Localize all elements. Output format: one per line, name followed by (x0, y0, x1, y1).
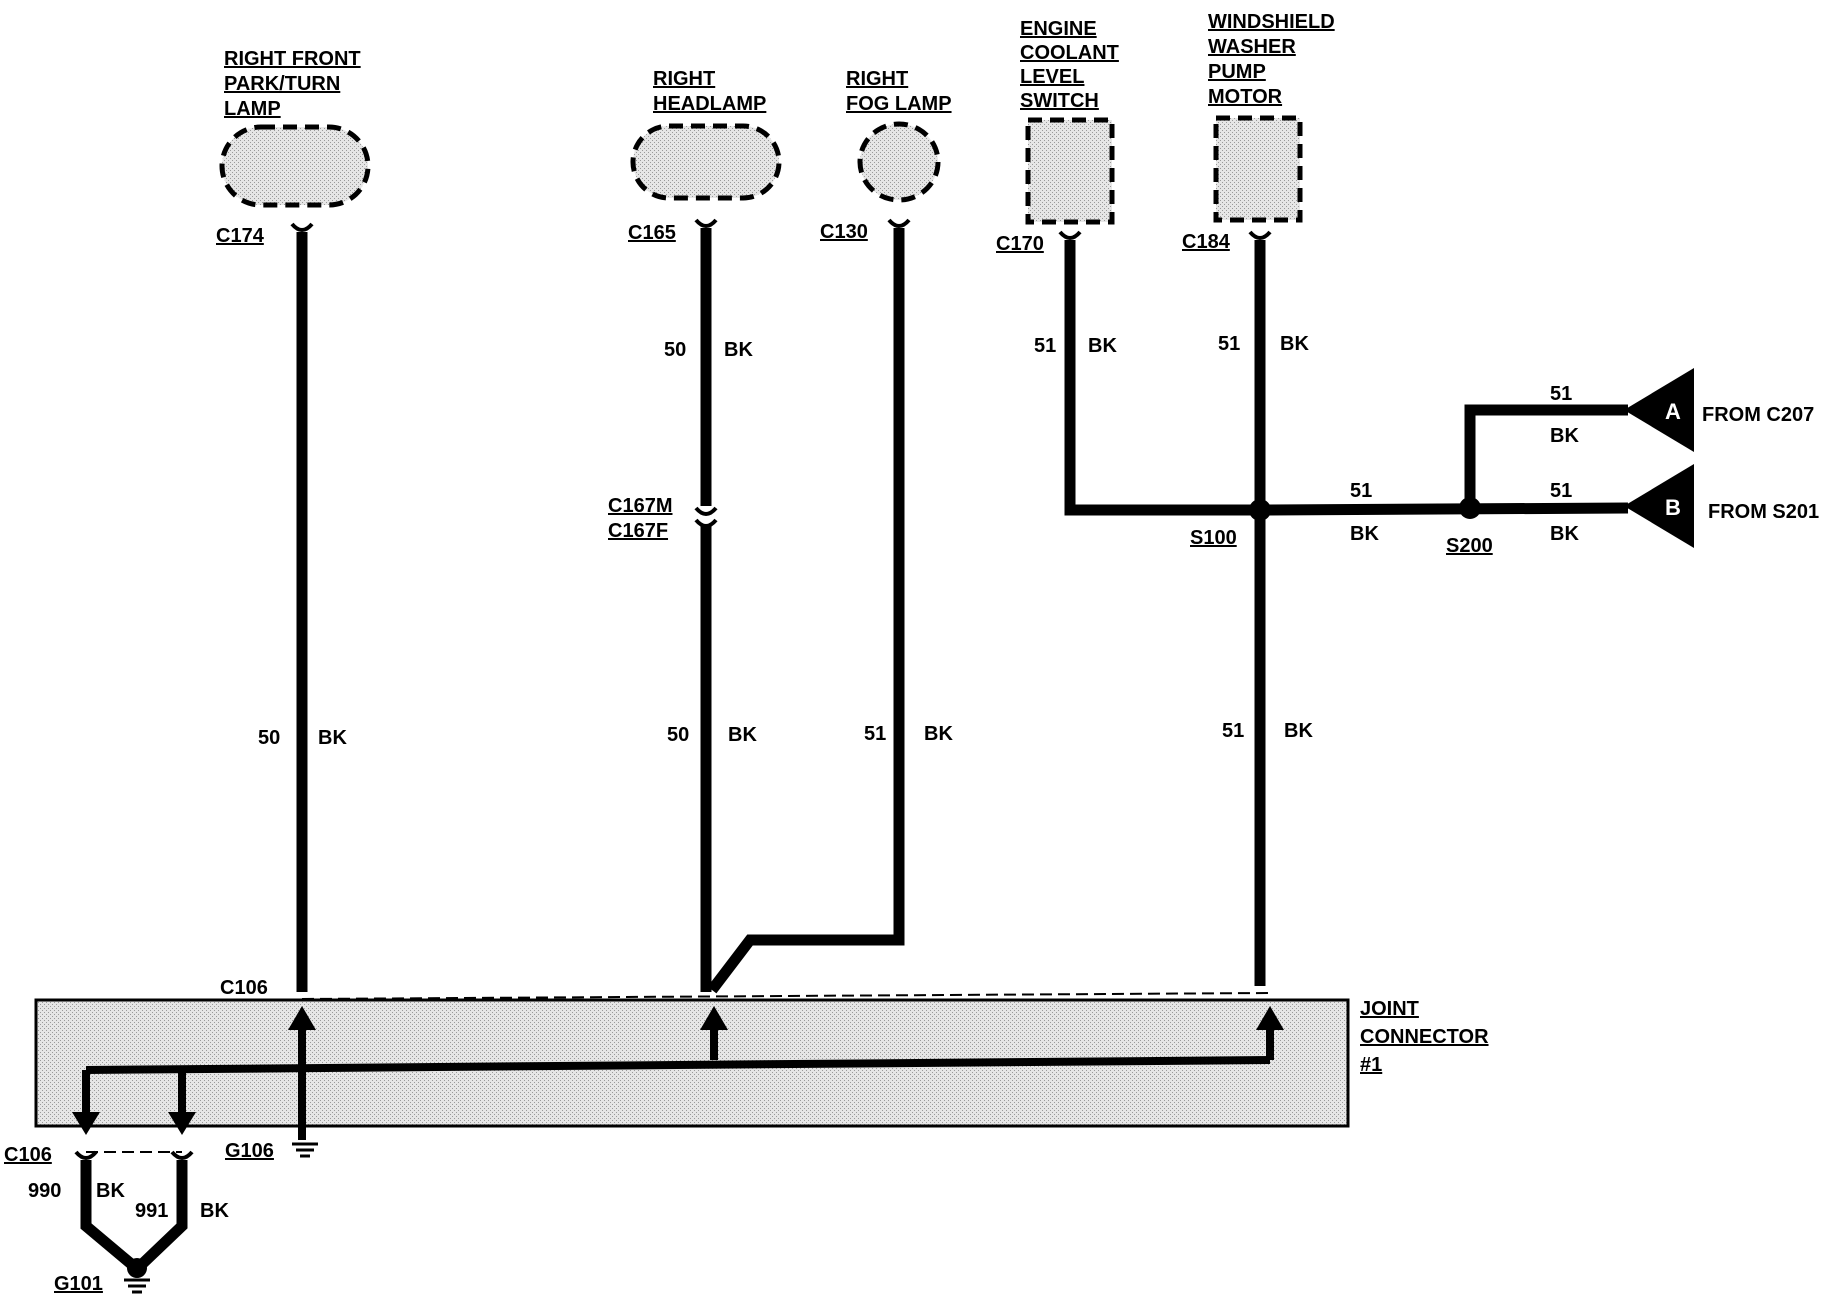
connector-c174: C174 (216, 225, 265, 247)
joint-connector-label-1: JOINT (1360, 998, 1419, 1020)
wire-fog-lamp: C130 51 BK (707, 218, 953, 994)
park-turn-lamp-label-2: PARK/TURN (224, 73, 340, 95)
wire-circuit-51: 51 (1218, 333, 1240, 355)
splice-s100-label: S100 (1190, 527, 1237, 549)
wire-color-bk: BK (1280, 333, 1309, 355)
washer-motor-label-3: PUMP (1208, 61, 1266, 83)
arrow-up-icon (288, 1006, 316, 1030)
off-page-label-b: FROM S201 (1708, 501, 1819, 523)
connector-c184: C184 (1182, 231, 1231, 253)
off-page-letter-a: A (1665, 399, 1681, 424)
wire-circuit-990: 990 (28, 1180, 61, 1202)
wire-color-bk: BK (1350, 523, 1379, 545)
wire-color-bk: BK (724, 339, 753, 361)
wire-headlamp: C165 50 BK C167M C167F 50 BK (608, 218, 757, 992)
wire-coolant-switch: C170 51 BK (996, 230, 1256, 516)
wire-circuit-50: 50 (258, 727, 280, 749)
wire-color-bk: BK (200, 1200, 229, 1222)
ground-icon (124, 1278, 150, 1294)
washer-motor-label-4: MOTOR (1208, 86, 1283, 108)
off-page-connector-b: B FROM S201 (1624, 464, 1819, 548)
arrow-up-icon (1256, 1006, 1284, 1030)
splice-s200 (1459, 497, 1481, 519)
wire-park-turn: C174 50 BK (216, 222, 347, 992)
coolant-switch-label-3: LEVEL (1020, 66, 1084, 88)
splice-s100 (1249, 499, 1271, 521)
arrow-up-icon (700, 1006, 728, 1030)
coolant-switch-label-2: COOLANT (1020, 42, 1119, 64)
wire-color-bk: BK (1088, 335, 1117, 357)
wire-washer-motor: C184 51 BK 51 BK (1182, 230, 1313, 986)
wire-color-bk: BK (1550, 523, 1579, 545)
wire-circuit-51: 51 (1550, 383, 1572, 405)
arrow-down-icon (168, 1112, 196, 1135)
wire-circuit-51: 51 (1222, 720, 1244, 742)
headlamp-label-1: RIGHT (653, 68, 715, 90)
wire-s100-s200: S100 S200 51 BK 51 BK 51 BK (1190, 383, 1629, 557)
washer-motor-label-1: WINDSHIELD (1208, 11, 1335, 33)
wire-circuit-50: 50 (664, 339, 686, 361)
joint-connector-label-3: #1 (1360, 1054, 1382, 1076)
wire-color-bk: BK (96, 1180, 125, 1202)
connector-c130: C130 (820, 221, 868, 243)
connector-c167m: C167M (608, 495, 672, 517)
coolant-switch-label-1: ENGINE (1020, 18, 1097, 40)
wire-color-bk: BK (1284, 720, 1313, 742)
connector-c106-top: C106 (220, 977, 268, 999)
triangle-arrow-icon (1624, 368, 1694, 452)
wire-circuit-51: 51 (1034, 335, 1056, 357)
connector-c167f: C167F (608, 520, 668, 542)
off-page-label-a: FROM C207 (1702, 404, 1814, 426)
connector-c165: C165 (628, 222, 676, 244)
connector-c106-bottom: C106 (4, 1144, 52, 1166)
ground-eyelet-icon (127, 1258, 147, 1278)
ground-icon (292, 1142, 318, 1158)
right-fog-lamp: RIGHT FOG LAMP (846, 68, 952, 203)
wire-color-bk: BK (728, 724, 757, 746)
park-turn-lamp-label-3: LAMP (224, 98, 281, 120)
arrow-down-icon (72, 1112, 100, 1135)
ground-g106: G106 (225, 1140, 318, 1162)
wire-circuit-51: 51 (1350, 480, 1372, 502)
park-turn-lamp-label-1: RIGHT FRONT (224, 48, 361, 70)
wire-circuit-51: 51 (1550, 480, 1572, 502)
wire-color-bk: BK (924, 723, 953, 745)
wire-circuit-991: 991 (135, 1200, 168, 1222)
connector-c170: C170 (996, 233, 1044, 255)
fog-lamp-label-2: FOG LAMP (846, 93, 952, 115)
wire-ground-g101: C106 990 BK 991 BK G101 (4, 1144, 229, 1295)
windshield-washer-pump-motor: WINDSHIELD WASHER PUMP MOTOR (1208, 11, 1335, 223)
off-page-connector-a: A FROM C207 (1624, 368, 1814, 452)
wire-circuit-51: 51 (864, 723, 886, 745)
joint-connector-label-2: CONNECTOR (1360, 1026, 1489, 1048)
right-headlamp: RIGHT HEADLAMP (630, 68, 782, 201)
joint-connector-1: JOINT CONNECTOR #1 (34, 992, 1489, 1153)
washer-motor-label-2: WASHER (1208, 36, 1296, 58)
coolant-switch-label-4: SWITCH (1020, 90, 1099, 112)
triangle-arrow-icon (1624, 464, 1694, 548)
fog-lamp-label-1: RIGHT (846, 68, 908, 90)
headlamp-label-2: HEADLAMP (653, 93, 766, 115)
engine-coolant-level-switch: ENGINE COOLANT LEVEL SWITCH (1020, 18, 1119, 225)
wire-color-bk: BK (318, 727, 347, 749)
off-page-letter-b: B (1665, 495, 1681, 520)
park-turn-lamp: RIGHT FRONT PARK/TURN LAMP (219, 48, 371, 208)
wire-color-bk: BK (1550, 425, 1579, 447)
wire-circuit-50: 50 (667, 724, 689, 746)
ground-g101-label: G101 (54, 1273, 103, 1295)
ground-g106-label: G106 (225, 1140, 274, 1162)
splice-s200-label: S200 (1446, 535, 1493, 557)
